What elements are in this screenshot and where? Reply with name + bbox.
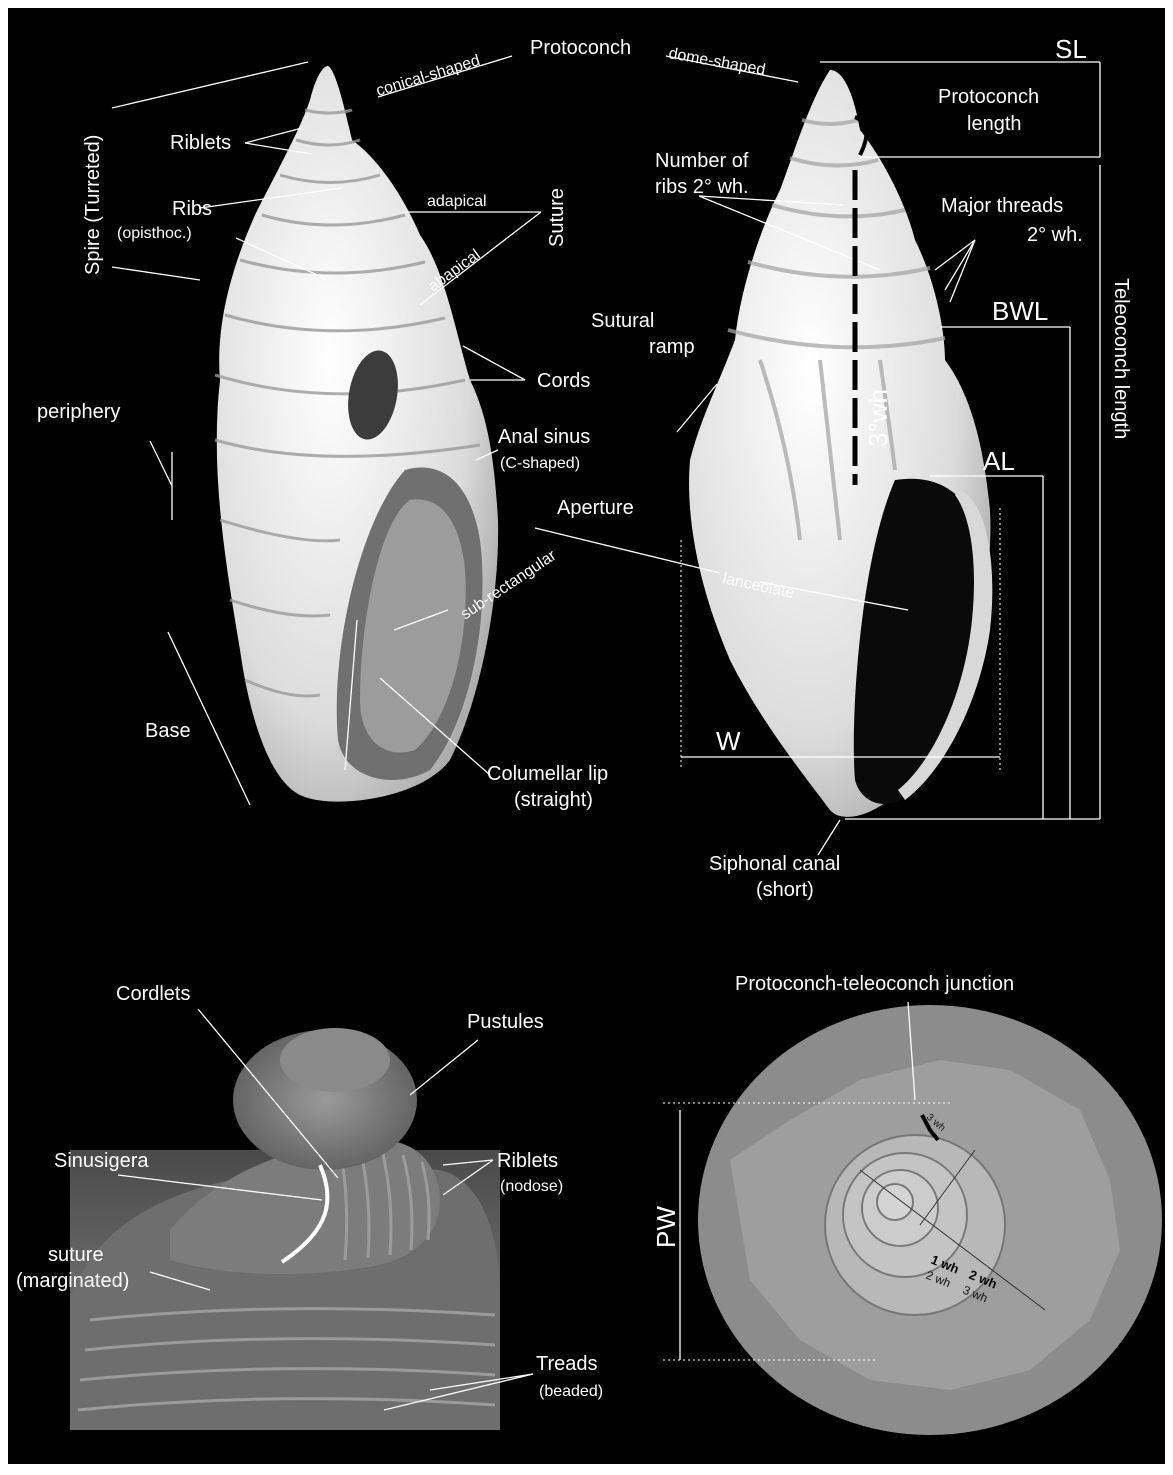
label-suture-sub: (marginated) [16, 1270, 129, 1292]
label-number-of-2: ribs 2° wh. [655, 176, 749, 198]
label-sinusigera: Sinusigera [54, 1150, 149, 1172]
label-cords: Cords [537, 370, 590, 392]
label-ribs-sub: (opisthoc.) [117, 225, 192, 242]
label-major-threads-2: 2° wh. [1027, 224, 1083, 246]
label-suture: Suture [546, 188, 568, 247]
label-columellar-lip-sub: (straight) [514, 789, 593, 811]
label-treads: Treads [536, 1353, 598, 1375]
label-siphonal-2: (short) [756, 879, 814, 901]
label-cordlets: Cordlets [116, 983, 190, 1005]
label-protoconch: Protoconch [530, 37, 631, 59]
label-major-threads-1: Major threads [941, 195, 1063, 217]
label-base: Base [145, 720, 191, 742]
label-protoconch-length-1: Protoconch [938, 86, 1039, 108]
label-number-of-1: Number of [655, 150, 749, 172]
label-riblets-bl: Riblets [497, 1150, 558, 1172]
label-sl: SL [1055, 34, 1087, 64]
label-columellar-lip: Columellar lip [487, 763, 608, 785]
label-riblets-sub: (nodose) [500, 1178, 563, 1195]
label-spire: Spire (Turreted) [82, 135, 104, 275]
label-bwl: BWL [992, 296, 1048, 326]
sem-protoconch-apical [698, 1005, 1162, 1435]
label-sutural-2: ramp [649, 336, 695, 358]
label-adapical: adapical [427, 193, 487, 210]
label-periphery: periphery [37, 401, 120, 423]
label-pustules: Pustules [467, 1011, 544, 1033]
label-ribs: Ribs [172, 198, 212, 220]
label-pw: PW [651, 1206, 681, 1248]
label-al: AL [983, 446, 1015, 476]
label-sutural-1: Sutural [591, 310, 654, 332]
label-anal-sinus-sub: (C-shaped) [500, 455, 580, 472]
label-junction: Protoconch-teleoconch junction [735, 973, 1014, 995]
label-aperture: Aperture [557, 497, 634, 519]
label-3wh: 3°wh [863, 389, 893, 447]
label-teleoconch-length: Teleoconch length [1110, 278, 1132, 439]
label-siphonal-1: Siphonal canal [709, 853, 840, 875]
label-anal-sinus: Anal sinus [498, 426, 590, 448]
label-w: W [716, 726, 741, 756]
label-protoconch-length-2: length [967, 113, 1022, 135]
label-suture-bl: suture [48, 1244, 104, 1266]
label-riblets: Riblets [170, 132, 231, 154]
label-treads-sub: (beaded) [539, 1383, 603, 1400]
